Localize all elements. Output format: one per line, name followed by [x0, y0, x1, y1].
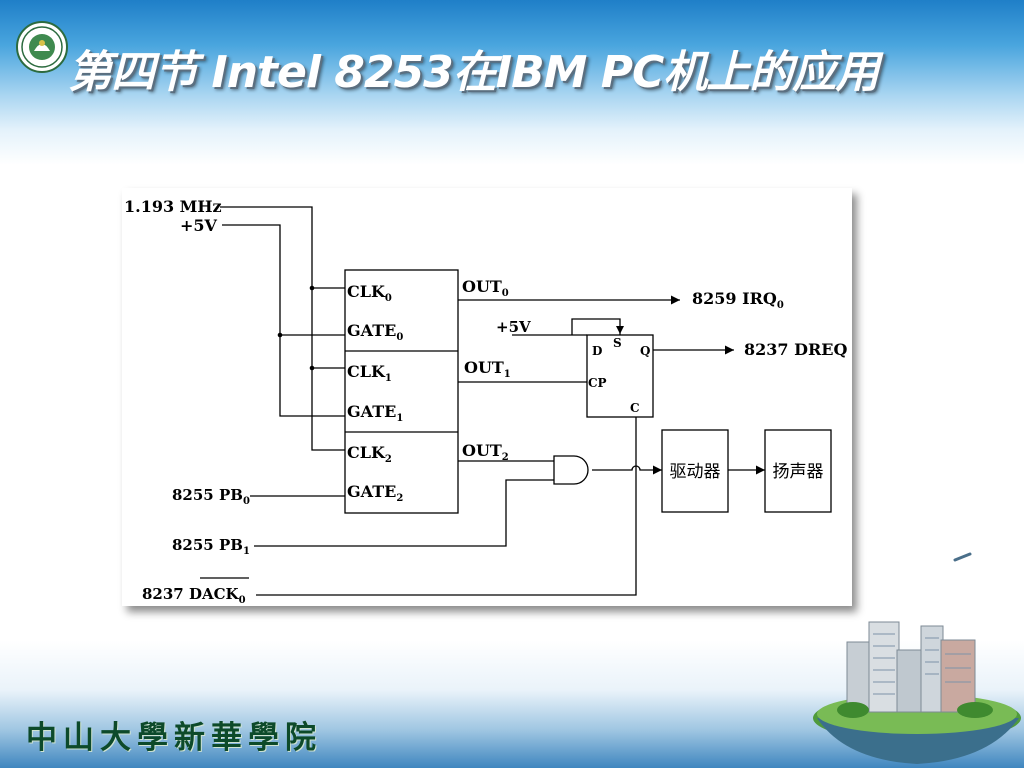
vcc-label: +5V [180, 216, 218, 235]
input-wires [220, 206, 637, 596]
diagram-panel: 1.193 MHz +5V 8255 PB0 8255 PB1 8237 DAC… [122, 188, 852, 606]
slide-title: 第四节 Intel 8253在IBM PC机上的应用 [68, 47, 879, 98]
clock-label: 1.193 MHz [124, 197, 222, 216]
ff-d-label: D [592, 344, 602, 358]
speaker-box [764, 429, 832, 513]
university-seal-icon [16, 21, 68, 73]
pb0-label: 8255 PB0 [172, 486, 250, 507]
and-to-driver-wire [592, 465, 662, 475]
vcc-wire [222, 224, 345, 417]
preset-arrow [616, 326, 624, 334]
driver-box [661, 429, 729, 513]
pb1-label: 8255 PB1 [172, 536, 250, 557]
out2-label: OUT2 [462, 441, 509, 463]
ff-q-label: Q [640, 344, 650, 358]
and-gate [553, 455, 589, 485]
dack-label: 8237 DACK0 [142, 585, 246, 606]
footer-college-name: 中山大學新華學院 [26, 720, 322, 756]
dreq-label: 8237 DREQ [744, 340, 847, 359]
counter-8253 [344, 269, 459, 514]
pb1-wire [254, 479, 554, 547]
flip-flop-box [586, 334, 654, 418]
ff-cp-label: CP [588, 376, 607, 390]
output-wires [458, 295, 765, 475]
gate1-label: GATE1 [347, 402, 403, 424]
preset-loop-wire [571, 318, 621, 335]
ff-c-label: C [630, 401, 640, 415]
clk1-label: CLK1 [347, 362, 392, 384]
speaker-label: 扬声器 [773, 462, 824, 482]
ff-s-label: S [613, 336, 622, 350]
ff-vcc-label: +5V [496, 318, 531, 336]
irq-label: 8259 IRQ0 [692, 289, 784, 311]
out0-label: OUT0 [462, 277, 509, 299]
gate2-label: GATE2 [347, 482, 403, 504]
campus-building-island-icon [813, 552, 1021, 764]
circuit-diagram: 1.193 MHz +5V 8255 PB0 8255 PB1 8237 DAC… [124, 197, 847, 606]
out1-label: OUT1 [464, 358, 511, 380]
clock-wire [220, 206, 345, 451]
dack-wire [256, 417, 637, 596]
driver-label: 驱动器 [670, 462, 721, 482]
clk2-label: CLK2 [347, 443, 392, 465]
gate0-label: GATE0 [347, 321, 403, 343]
junction-dots [277, 285, 315, 371]
clk0-label: CLK0 [347, 282, 392, 304]
